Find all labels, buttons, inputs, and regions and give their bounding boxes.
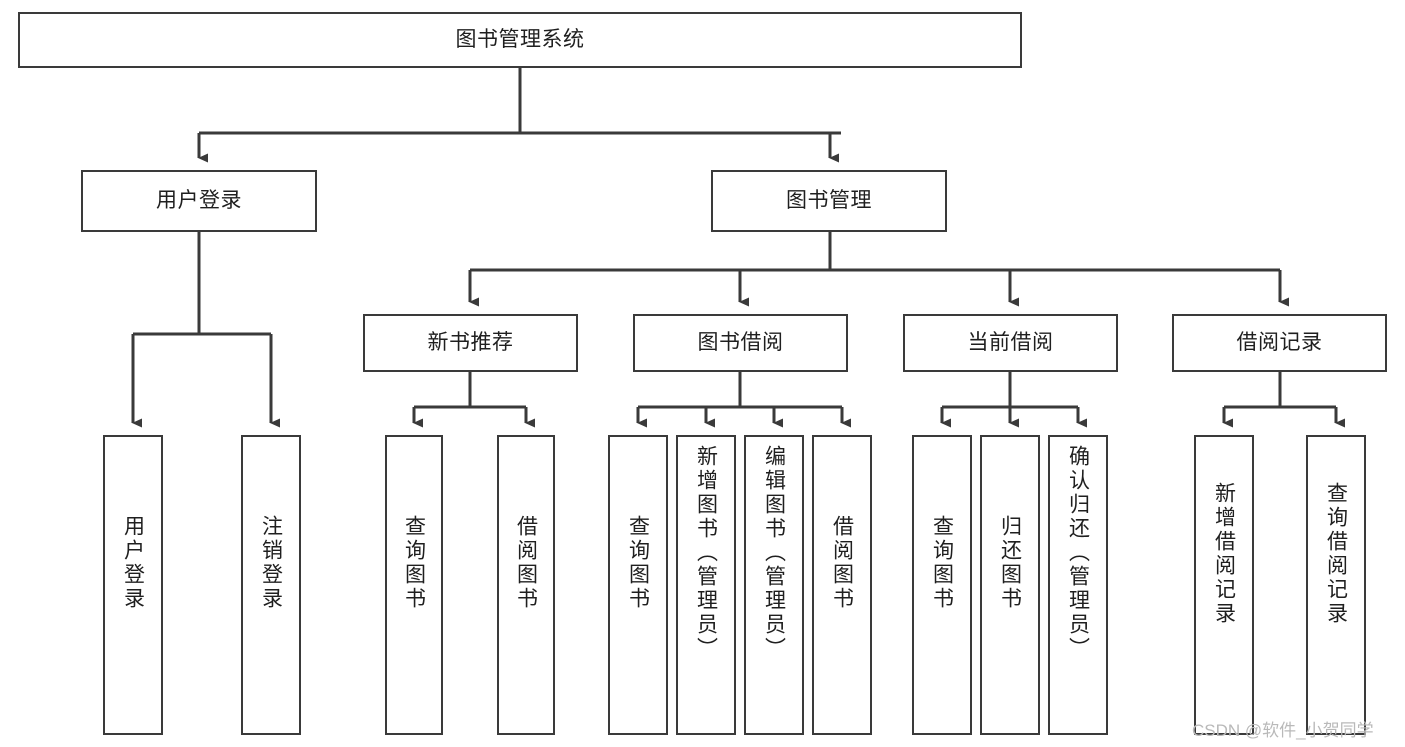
node-current-borrow[interactable]: 当前借阅 [903,314,1118,372]
node-label: 归还图书 [998,515,1022,611]
node-book-management[interactable]: 图书管理 [711,170,947,232]
leaf-query-book-1[interactable]: 查询图书 [385,435,443,735]
leaf-add-book-admin[interactable]: 新增图书（管理员） [676,435,736,735]
node-label: 借阅图书 [514,515,538,611]
leaf-query-book-2[interactable]: 查询图书 [608,435,668,735]
node-root-book-management-system[interactable]: 图书管理系统 [18,12,1022,68]
leaf-borrow-book-1[interactable]: 借阅图书 [497,435,555,735]
node-label: 新书推荐 [427,331,514,355]
node-label: 编辑图书（管理员） [762,445,786,661]
leaf-query-borrow-record[interactable]: 查询借阅记录 [1306,435,1366,735]
leaf-add-borrow-record[interactable]: 新增借阅记录 [1194,435,1254,735]
leaf-query-book-3[interactable]: 查询图书 [912,435,972,735]
leaf-confirm-return-admin[interactable]: 确认归还（管理员） [1048,435,1108,735]
node-label: 查询图书 [402,515,426,611]
node-label: 新增借阅记录 [1212,482,1236,626]
node-new-book-recommend[interactable]: 新书推荐 [363,314,578,372]
node-label: 图书借阅 [697,331,784,355]
node-label: 借阅图书 [830,515,854,611]
node-label: 注销登录 [259,515,283,611]
node-user-login[interactable]: 用户登录 [81,170,317,232]
node-book-borrow[interactable]: 图书借阅 [633,314,848,372]
node-borrow-record[interactable]: 借阅记录 [1172,314,1387,372]
leaf-logout-login[interactable]: 注销登录 [241,435,301,735]
node-label: 查询借阅记录 [1324,482,1348,626]
node-label: 图书管理 [786,189,872,213]
node-label: 用户登录 [121,515,145,611]
leaf-user-login[interactable]: 用户登录 [103,435,163,735]
node-label: 借阅记录 [1236,331,1323,355]
leaf-borrow-book-2[interactable]: 借阅图书 [812,435,872,735]
node-label: 查询图书 [626,515,650,611]
leaf-return-book[interactable]: 归还图书 [980,435,1040,735]
node-label: 确认归还（管理员） [1066,445,1090,661]
node-label: 新增图书（管理员） [694,445,718,661]
leaf-edit-book-admin[interactable]: 编辑图书（管理员） [744,435,804,735]
node-label: 查询图书 [930,515,954,611]
node-label: 用户登录 [156,189,242,213]
node-label: 当前借阅 [967,331,1054,355]
node-label: 图书管理系统 [455,28,585,52]
